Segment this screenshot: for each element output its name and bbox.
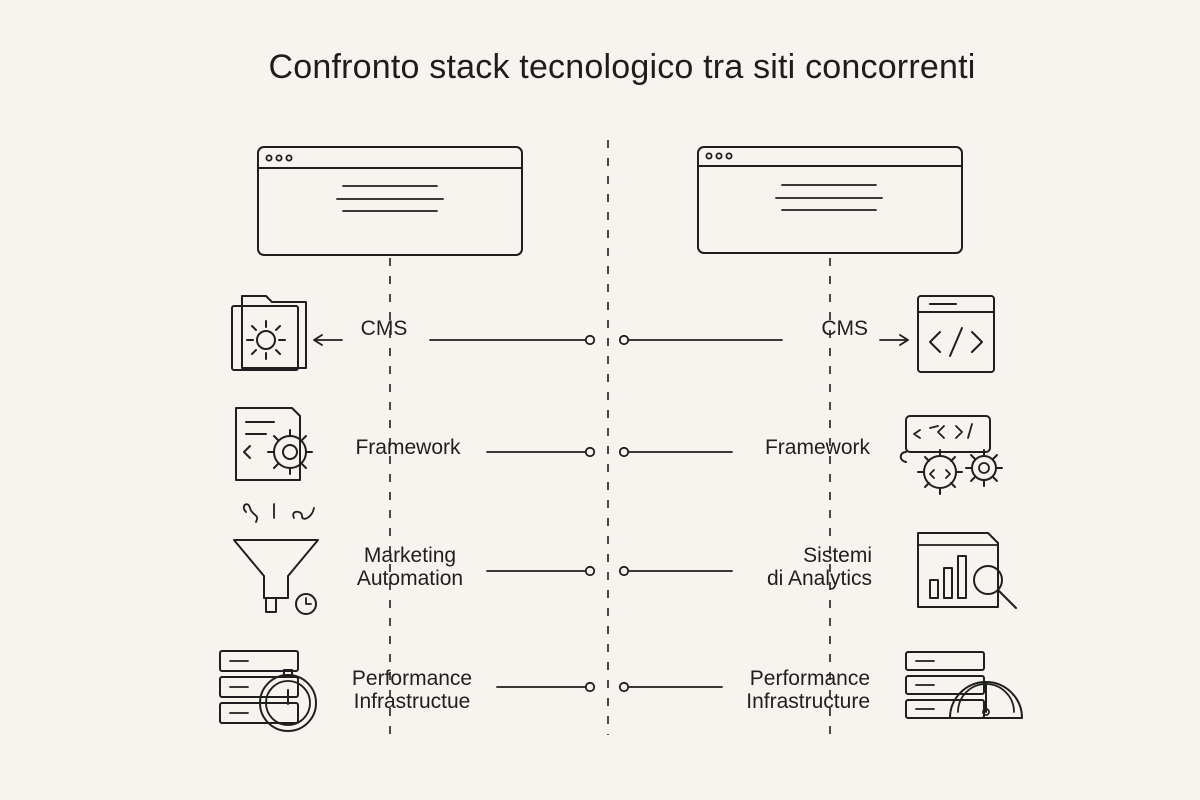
- server-stopwatch-icon: [219, 650, 317, 732]
- left-label-performance-infrastructure: Performance Infrastructue: [351, 667, 473, 713]
- framework-gears-icon: [235, 407, 313, 481]
- page-title: Confronto stack tecnologico tra siti con…: [268, 48, 976, 86]
- left-label-marketing-automation: Marketing Automation: [356, 544, 464, 590]
- right-cms-arrow: [879, 334, 909, 346]
- server-gauge-icon: [905, 651, 1023, 719]
- right-label-analytics-systems: Sistemi di Analytics: [766, 544, 872, 590]
- row-connectors: [429, 334, 783, 693]
- right-label-framework: Framework: [764, 436, 870, 459]
- funnel-automation-icon: [233, 503, 319, 615]
- left-label-cms: CMS: [360, 317, 408, 340]
- cms-gear-folder-icon: [231, 295, 307, 371]
- right-label-performance-infrastructure: Performance Infrastructure: [746, 667, 870, 713]
- left-browser-window: [257, 146, 523, 256]
- right-browser-window: [697, 146, 963, 254]
- left-label-framework: Framework: [355, 436, 461, 459]
- analytics-chart-icon: [917, 532, 1017, 609]
- code-window-icon: [917, 295, 995, 373]
- code-gears-icon: [899, 415, 1003, 495]
- left-cms-arrow: [313, 334, 343, 346]
- right-label-cms: CMS: [821, 317, 868, 340]
